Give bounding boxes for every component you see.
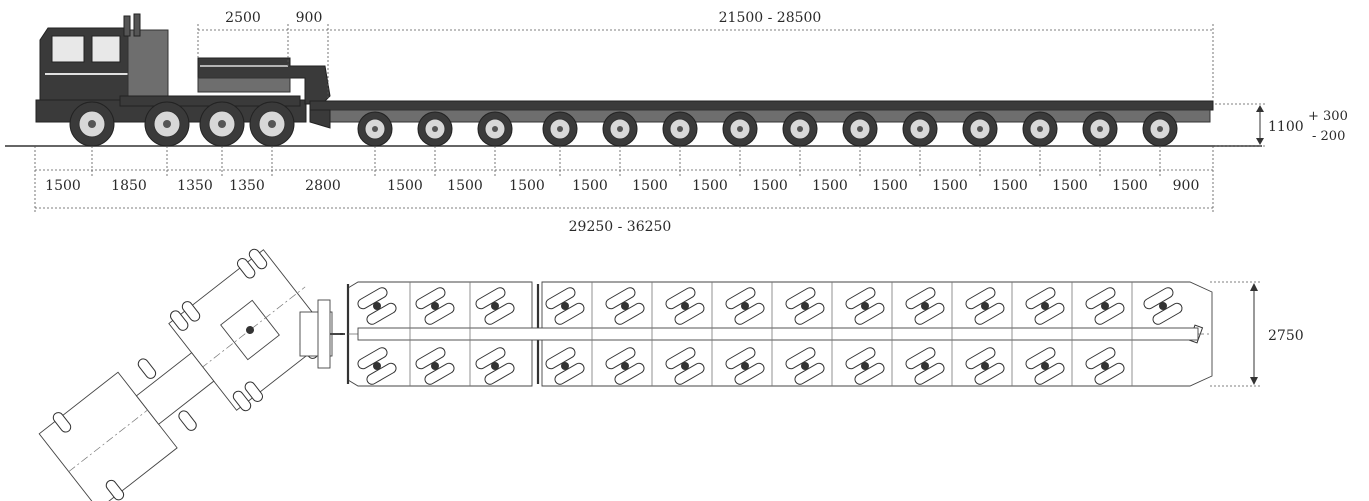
- overall-length-value: 29250 - 36250: [569, 219, 672, 235]
- dim-gooseneck-length: 2500: [225, 10, 261, 26]
- axle-spacing-label: 1500: [752, 178, 788, 194]
- wheel: [722, 111, 758, 147]
- axle-spacing-label: 1850: [111, 178, 147, 194]
- wheel: [144, 101, 190, 147]
- axle-spacing-label: 1500: [812, 178, 848, 194]
- deck-height-minus: - 200: [1312, 129, 1345, 144]
- wheel-set: [415, 287, 455, 325]
- wheel-set: [545, 287, 585, 325]
- wheel: [417, 111, 453, 147]
- axle-cells: [409, 282, 1133, 386]
- wheel-set: [965, 347, 1005, 385]
- tractor-wheels: [69, 101, 295, 147]
- wheel-set: [605, 287, 645, 325]
- wheel-set: [475, 347, 515, 385]
- gooseneck: [197, 57, 331, 105]
- axle-spacing-label: 1500: [692, 178, 728, 194]
- plan-view: 2750: [38, 248, 1304, 501]
- wheel-set: [665, 287, 705, 325]
- axle-spacing-label: 1500: [1052, 178, 1088, 194]
- axle-spacing-label: 1500: [632, 178, 668, 194]
- axle-spacing-dimensions: 1500 1850 1350 1350 2800 1500 1500 1500 …: [34, 146, 1214, 212]
- overall-length-dimension: 29250 - 36250: [35, 207, 1213, 235]
- wheel-set: [665, 347, 705, 385]
- wheel-set: [605, 347, 645, 385]
- wheel: [1142, 111, 1178, 147]
- wheel-set: [905, 287, 945, 325]
- wheel: [662, 111, 698, 147]
- wheel: [199, 101, 245, 147]
- tractor-plan: [38, 248, 332, 501]
- dim-neck-offset: 900: [296, 10, 323, 26]
- wheel-set: [845, 287, 885, 325]
- wheel-set: [1085, 287, 1125, 325]
- wheel-set: [357, 347, 397, 385]
- top-dimensions: 2500 900 21500 - 28500: [197, 10, 1214, 100]
- trailer-wheels: [357, 111, 1178, 147]
- deck-height-plus: + 300: [1308, 109, 1348, 124]
- wheel: [602, 111, 638, 147]
- wheel: [542, 111, 578, 147]
- plan-wheels-lower: [357, 347, 1125, 385]
- deck-height-value: 1100: [1268, 119, 1304, 135]
- wheel: [902, 111, 938, 147]
- wheel-set: [357, 287, 397, 325]
- axle-spacing-label: 1500: [447, 178, 483, 194]
- wheel-set: [725, 287, 765, 325]
- wheel-set: [905, 347, 945, 385]
- wheel: [962, 111, 998, 147]
- axle-spacing-label: 1500: [872, 178, 908, 194]
- axle-spacing-label: 1500: [45, 178, 81, 194]
- wheel-set: [415, 347, 455, 385]
- wheel-set: [1025, 347, 1065, 385]
- wheel: [357, 111, 393, 147]
- axle-spacing-label: 1350: [229, 178, 265, 194]
- deck-height-dimension: 1100 + 300 - 200: [1215, 103, 1348, 147]
- axle-spacing-label: 1500: [387, 178, 423, 194]
- axle-spacing-label: 1500: [1112, 178, 1148, 194]
- axle-spacing-label: 1500: [932, 178, 968, 194]
- axle-spacing-label: 1500: [992, 178, 1028, 194]
- wheel-set: [1143, 287, 1183, 325]
- wheel: [69, 101, 115, 147]
- wheel-set: [1025, 287, 1065, 325]
- wheel: [1082, 111, 1118, 147]
- wheel-set: [545, 347, 585, 385]
- wheel-set: [475, 287, 515, 325]
- width-dimension: 2750: [1210, 281, 1304, 387]
- wheel-set: [725, 347, 765, 385]
- wheel-set: [965, 287, 1005, 325]
- axle-spacing-label: 1500: [509, 178, 545, 194]
- plan-wheels-upper: [357, 287, 1183, 325]
- wheel-set: [845, 347, 885, 385]
- wheel-set: [785, 347, 825, 385]
- axle-spacing-label: 1500: [572, 178, 608, 194]
- axle-spacing-label: 900: [1173, 178, 1200, 194]
- coupling: [299, 299, 345, 369]
- axle-spacing-label: 1350: [177, 178, 213, 194]
- axle-spacing-label: 2800: [305, 178, 341, 194]
- wheel-set: [785, 287, 825, 325]
- wheel: [249, 101, 295, 147]
- wheel-set: [1085, 347, 1125, 385]
- wheel: [1022, 111, 1058, 147]
- dim-deck-length: 21500 - 28500: [719, 10, 822, 26]
- width-value: 2750: [1268, 328, 1304, 344]
- side-view: 2500 900 21500 - 28500 1100 + 300 - 200: [5, 10, 1348, 235]
- wheel: [842, 111, 878, 147]
- wheel: [477, 111, 513, 147]
- wheel: [782, 111, 818, 147]
